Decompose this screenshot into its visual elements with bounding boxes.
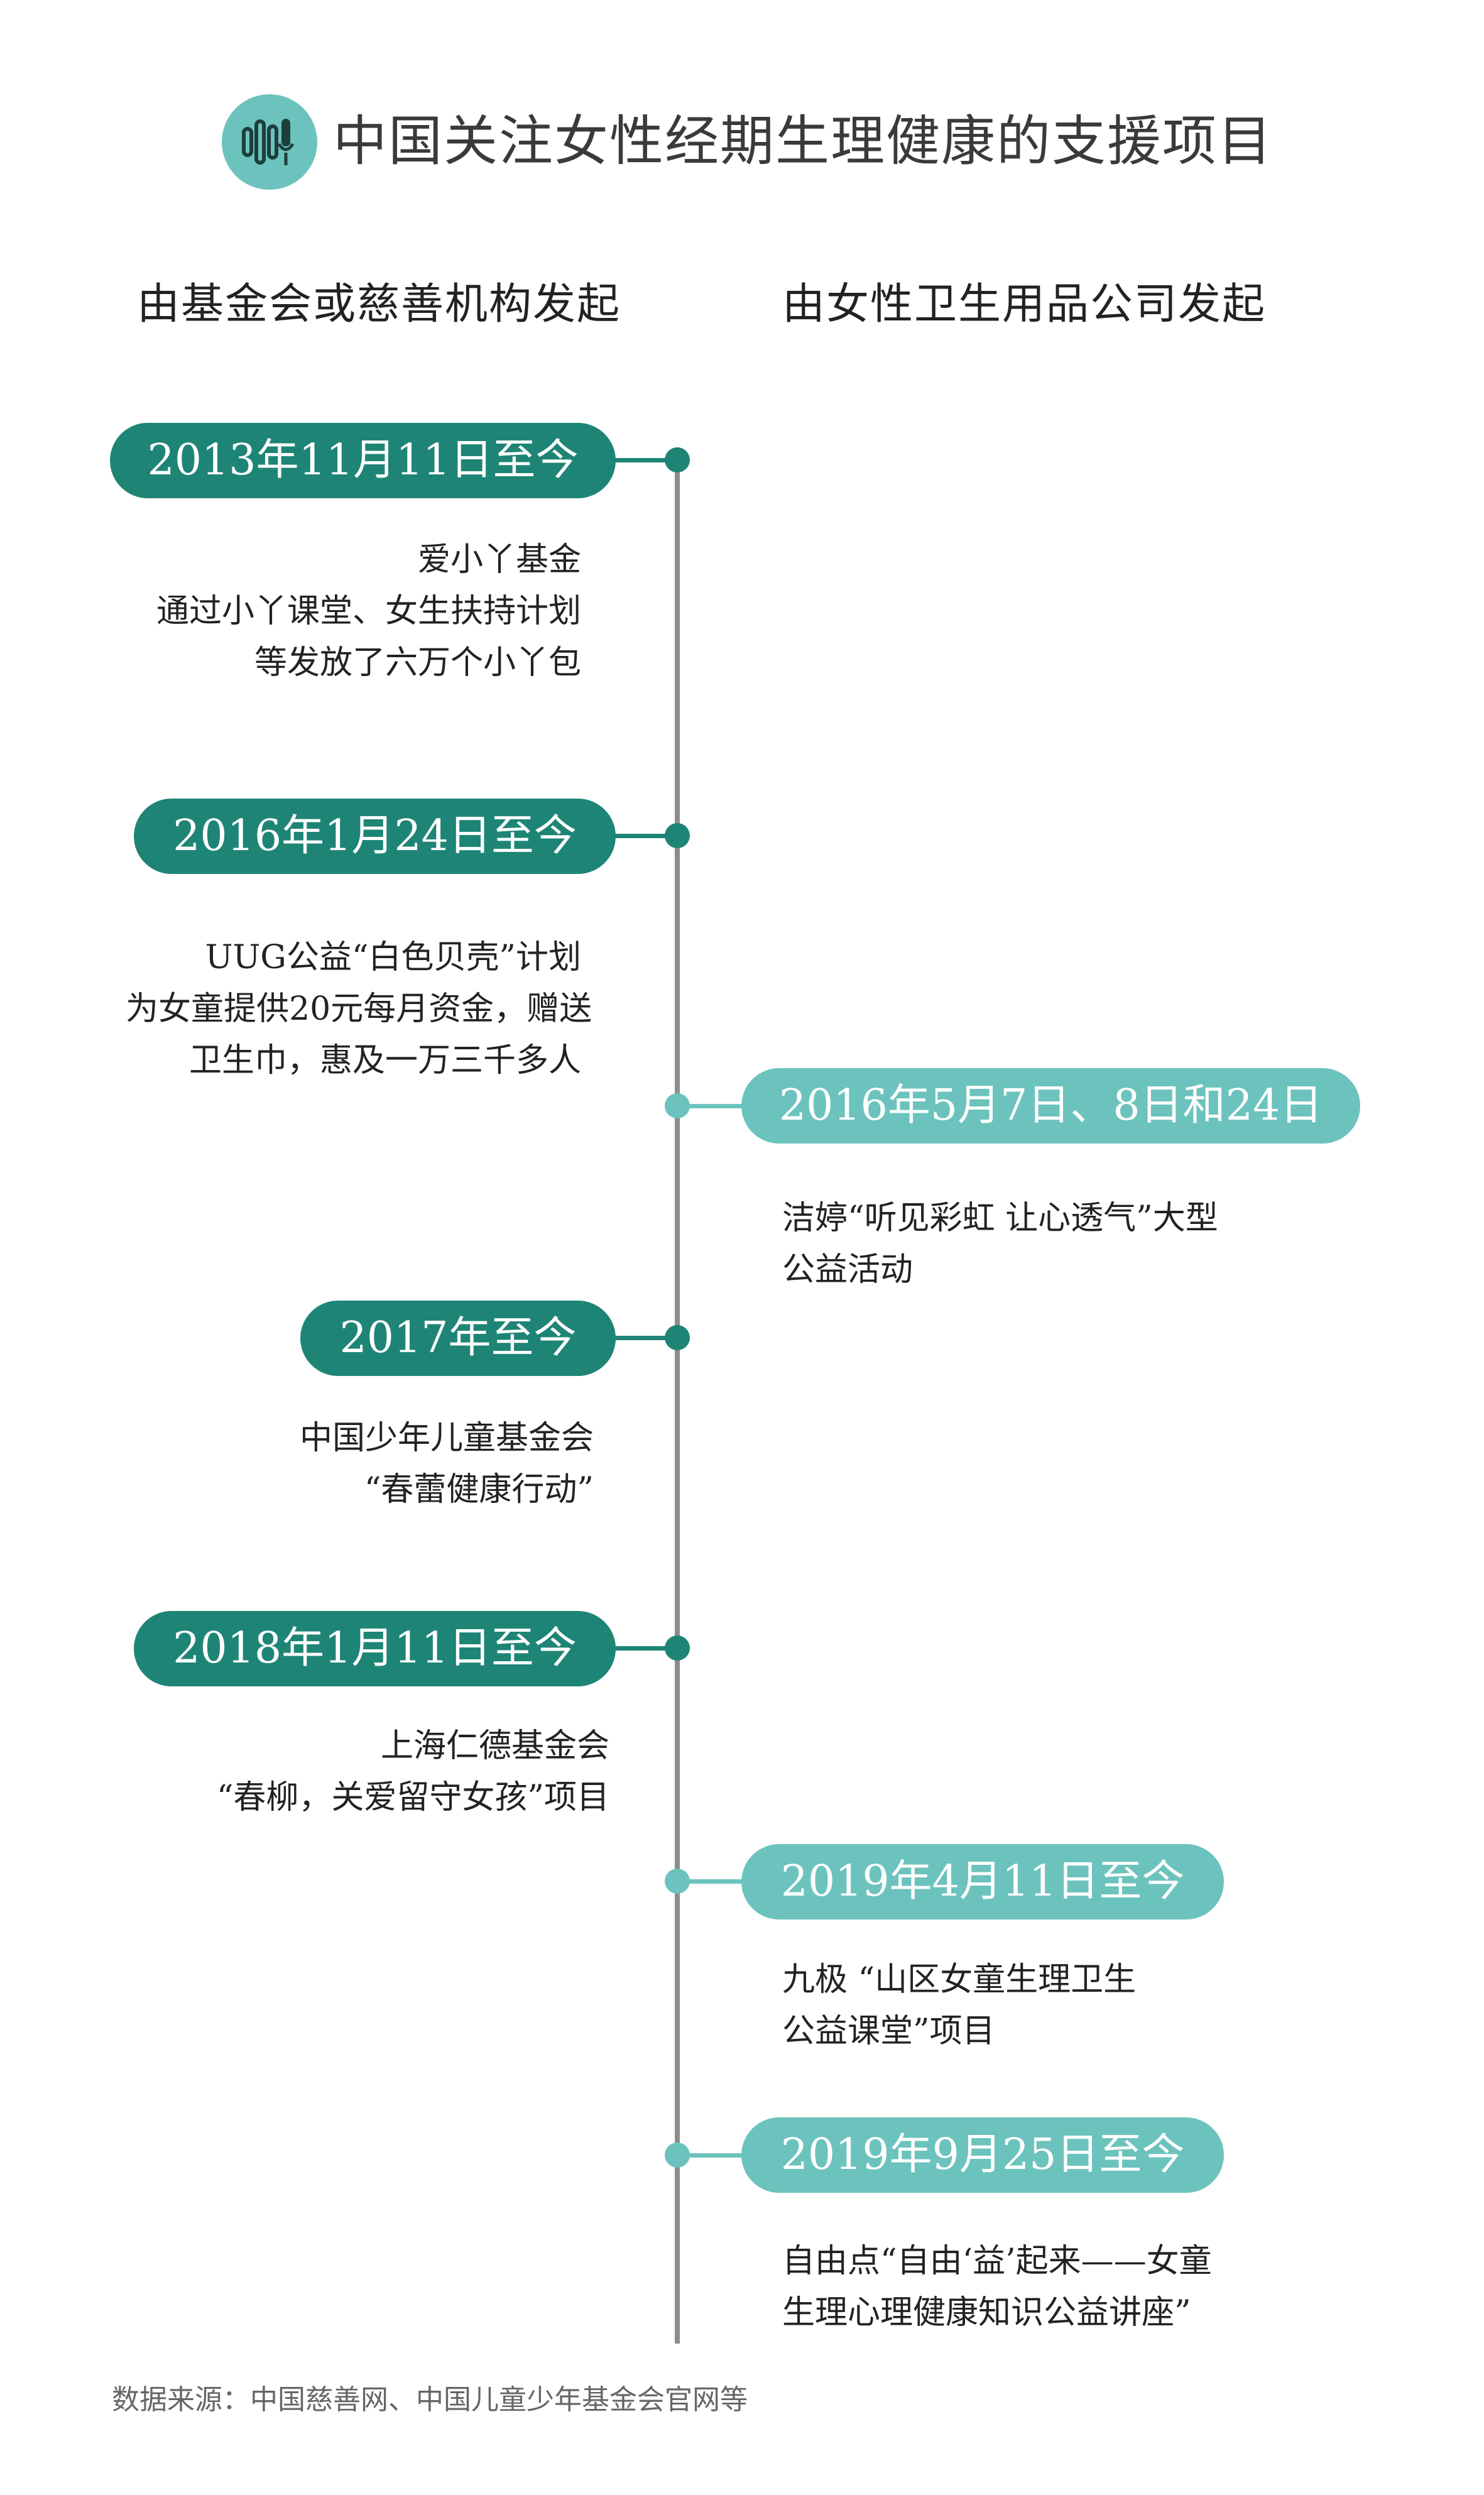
event-line: 自由点“自由‘益’起来——女童 — [782, 2242, 1212, 2280]
event-line: “春柳，关爱留守女孩”项目 — [216, 1779, 609, 1816]
event-line: 等发放了六万个小丫包 — [254, 644, 581, 682]
timeline-connector — [677, 1879, 746, 1884]
timeline-connector — [614, 1336, 677, 1340]
page-title: 中国关注女性经期生理健康的支援项目 — [333, 110, 1273, 173]
event-line: 中国少年儿童基金会 — [299, 1419, 594, 1457]
microphone-icon — [242, 119, 295, 165]
timeline-connector — [614, 1646, 677, 1651]
event-description: 爱小丫基金 通过小丫课堂、女生扶持计划 等发放了六万个小丫包 — [126, 534, 581, 689]
timeline-dot — [665, 1325, 690, 1350]
data-source-note: 数据来源：中国慈善网、中国儿童少年基金会官网等 — [112, 2384, 748, 2416]
event-description: UUG公益“白色贝壳”计划 为女童提供20元每月资金，赠送 卫生巾，惠及一万三千… — [126, 932, 592, 1086]
event-line: 公益活动 — [782, 1251, 914, 1289]
timeline-connector — [614, 458, 677, 462]
event-line: 上海仁德基金会 — [380, 1727, 609, 1765]
timeline-dot — [665, 447, 690, 472]
timeline-connector — [614, 834, 677, 838]
timeline-date-pill: 2019年9月25日至今 — [741, 2117, 1224, 2193]
timeline-date-pill: 2017年至今 — [300, 1301, 616, 1376]
event-description: 洁婷“听见彩虹 让心透气”大型 公益活动 — [782, 1193, 1348, 1296]
timeline-date-pill: 2018年1月11日至今 — [134, 1611, 616, 1686]
timeline-date-pill: 2016年5月7日、8日和24日 — [741, 1068, 1360, 1144]
column-header-company: 由女性卫生用品公司发起 — [782, 280, 1267, 329]
event-line: 生理心理健康知识公益讲座” — [782, 2294, 1191, 2332]
timeline-dot — [665, 1635, 690, 1661]
event-line: 洁婷“听见彩虹 让心透气”大型 — [782, 1199, 1218, 1237]
event-line: 为女童提供20元每月资金，赠送 — [126, 990, 592, 1028]
event-line: 九极 “山区女童生理卫生 — [782, 1961, 1137, 1999]
event-line: UUG公益“白色贝壳”计划 — [205, 939, 581, 976]
event-line: 通过小丫课堂、女生扶持计划 — [156, 592, 581, 630]
event-line: 爱小丫基金 — [417, 541, 581, 579]
timeline-connector — [677, 2153, 746, 2158]
event-description: 自由点“自由‘益’起来——女童 生理心理健康知识公益讲座” — [782, 2236, 1348, 2339]
timeline-date-pill: 2019年4月11日至今 — [741, 1844, 1224, 1919]
timeline-date-pill: 2013年11月11日至今 — [110, 423, 616, 498]
event-description: 中国少年儿童基金会 “春蕾健康行动” — [126, 1412, 594, 1515]
timeline-dot — [665, 823, 690, 848]
event-line: 卫生巾，惠及一万三千多人 — [188, 1042, 581, 1079]
timeline-axis — [675, 459, 680, 2344]
podcast-logo — [222, 94, 317, 190]
column-header-foundation: 由基金会或慈善机构发起 — [137, 280, 621, 329]
event-line: 公益课堂”项目 — [782, 2012, 995, 2050]
event-description: 上海仁德基金会 “春柳，关爱留守女孩”项目 — [126, 1720, 609, 1823]
event-description: 九极 “山区女童生理卫生 公益课堂”项目 — [782, 1954, 1348, 2057]
timeline-date-pill: 2016年1月24日至今 — [134, 799, 616, 874]
event-line: “春蕾健康行动” — [364, 1471, 594, 1509]
timeline-connector — [677, 1104, 746, 1108]
